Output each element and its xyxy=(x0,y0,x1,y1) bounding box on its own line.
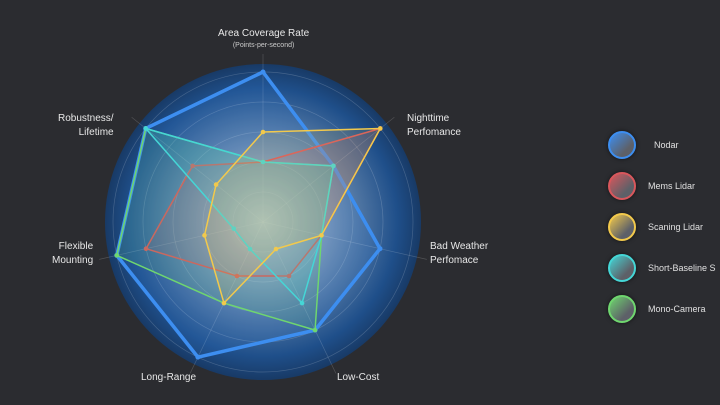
data-point xyxy=(299,300,305,306)
legend-swatch xyxy=(608,213,636,241)
data-point xyxy=(260,159,266,165)
grid-ring xyxy=(232,191,294,253)
data-point xyxy=(260,129,266,135)
legend-swatch xyxy=(608,254,636,282)
data-point xyxy=(195,354,201,360)
data-point xyxy=(377,246,383,252)
data-point xyxy=(260,69,266,75)
legend-label: Scaning Lidar xyxy=(648,222,704,232)
data-point xyxy=(143,246,149,252)
legend-swatch xyxy=(608,131,636,159)
legend-label: Short-Baseline S xyxy=(648,263,716,273)
legend-swatch xyxy=(608,172,636,200)
legend-label: Nodar xyxy=(654,140,679,150)
data-point xyxy=(377,126,383,131)
axis-label: Area Coverage Rate(Points-per-second) xyxy=(218,28,310,49)
grid-axis xyxy=(262,221,427,260)
data-point xyxy=(331,163,336,169)
data-point xyxy=(234,273,240,279)
data-point xyxy=(319,233,324,238)
legend-item[interactable]: Nodar xyxy=(608,131,679,159)
data-point xyxy=(190,163,195,169)
legend-item[interactable]: Mono-Camera xyxy=(608,295,706,323)
legend-item[interactable]: Scaning Lidar xyxy=(608,213,703,241)
legend-label: Mono-Camera xyxy=(648,304,706,314)
data-point xyxy=(247,246,253,252)
legend-item[interactable]: Short-Baseline S xyxy=(608,254,716,282)
data-point xyxy=(286,273,292,279)
series-scaning-lidar xyxy=(202,126,383,306)
data-point xyxy=(221,300,227,306)
series-short-baseline-s xyxy=(143,126,336,306)
data-point xyxy=(213,182,219,187)
grid-axis xyxy=(262,116,395,223)
grid-axis xyxy=(131,116,264,223)
data-point xyxy=(114,253,120,258)
axis-label: Long-Range xyxy=(141,372,197,383)
data-point xyxy=(273,246,279,252)
legend-swatch xyxy=(608,295,636,323)
axis-label: Robustness/Lifetime xyxy=(58,113,114,138)
data-point xyxy=(231,226,237,231)
axis-sublabel: (Points-per-second) xyxy=(232,42,295,49)
legend-item[interactable]: Mems Lidar xyxy=(608,172,695,200)
axis-label: Low-Cost xyxy=(337,372,380,383)
data-point xyxy=(312,327,318,333)
data-point xyxy=(202,233,207,238)
series-polygon xyxy=(203,127,382,304)
series-polygon xyxy=(144,127,335,304)
radar-background xyxy=(105,64,421,380)
data-point xyxy=(143,126,149,131)
legend-label: Mems Lidar xyxy=(648,181,696,191)
